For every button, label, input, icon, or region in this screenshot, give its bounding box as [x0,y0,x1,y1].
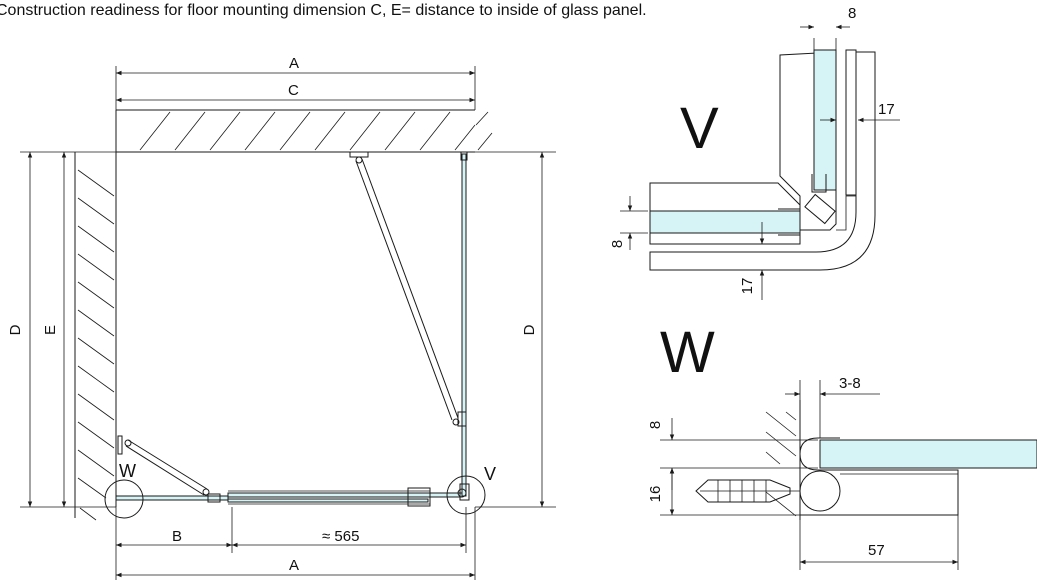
marker-w: W [119,461,136,481]
top-wall-hatch [115,109,493,152]
caption: Construction readiness for floor mountin… [0,2,647,19]
left-wall-hatch [74,152,115,521]
detail-v: V 8 17 8 17 [609,5,900,300]
detail-v-dim-left: 8 [609,240,626,248]
detail-w-dim-left-bottom: 16 [647,486,664,503]
dim-d-right: D [521,324,538,335]
dim-d-left: D [7,324,24,335]
stabilizer-bar-top [349,151,467,427]
dim-565: ≈ 565 [322,528,359,545]
detail-w: W 3-8 [647,320,1037,570]
dim-a-bottom: A [289,557,299,574]
dim-b: B [172,528,182,545]
detail-w-dim-left-top: 8 [647,421,664,429]
detail-circle-v [446,475,486,515]
stabilizer-bar-bottom [117,435,221,503]
detail-w-dim-top: 3-8 [839,375,861,392]
detail-w-dim-bottom: 57 [868,542,885,559]
dim-a-top: A [289,55,299,72]
detail-v-title: V [680,96,719,161]
detail-circle-w [104,479,144,519]
dim-e: E [42,325,59,335]
marker-v: V [484,464,496,484]
detail-v-dim-bottom: 17 [739,278,756,295]
plan-view: A C D E D B ≈ 565 A W V [7,55,556,580]
dim-c: C [288,82,299,99]
detail-v-dim-top: 8 [848,5,856,22]
detail-w-title: W [660,320,715,385]
wall-plug-icon [695,479,800,503]
detail-v-dim-right: 17 [878,101,895,118]
